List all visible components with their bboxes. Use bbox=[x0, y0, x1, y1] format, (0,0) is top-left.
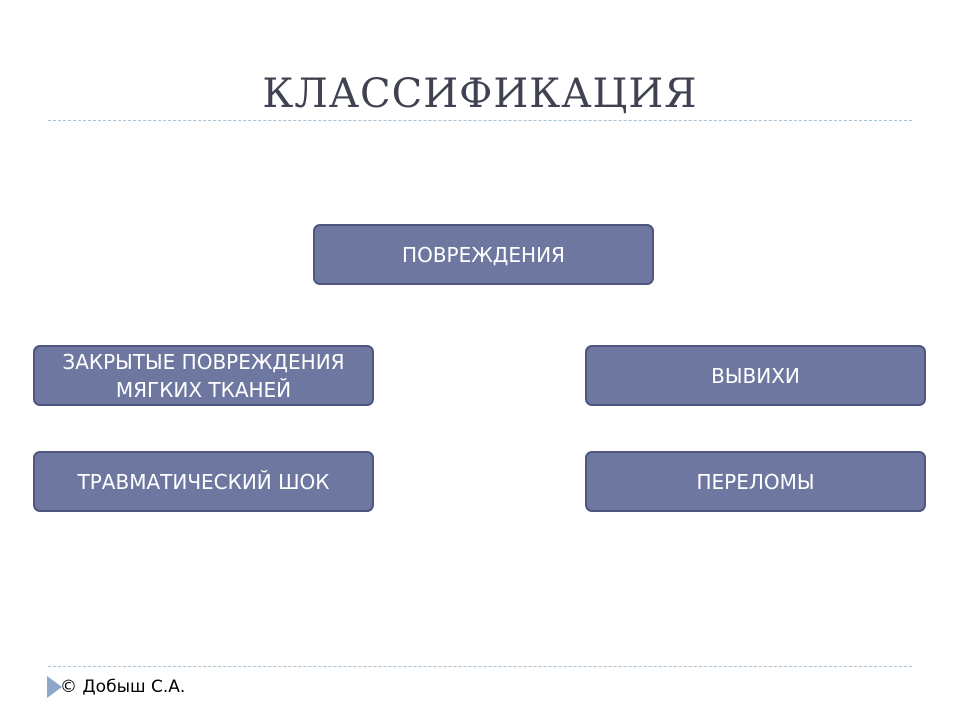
diagram-box-dislocations: ВЫВИХИ bbox=[585, 345, 926, 406]
diagram-box-soft-tissue-injuries: ЗАКРЫТЫЕ ПОВРЕЖДЕНИЯ МЯГКИХ ТКАНЕЙ bbox=[33, 345, 374, 406]
diagram-box-label: ПЕРЕЛОМЫ bbox=[696, 469, 815, 494]
diagram-box-label: ВЫВИХИ bbox=[711, 363, 800, 388]
title-divider bbox=[48, 120, 912, 121]
slide-title: КЛАССИФИКАЦИЯ bbox=[262, 71, 698, 117]
diagram-box-label: ПОВРЕЖДЕНИЯ bbox=[402, 242, 565, 267]
footer-divider bbox=[48, 666, 912, 667]
diagram-box-injuries: ПОВРЕЖДЕНИЯ bbox=[313, 224, 654, 285]
diagram-box-traumatic-shock: ТРАВМАТИЧЕСКИЙ ШОК bbox=[33, 451, 374, 512]
triangle-bullet-icon bbox=[47, 676, 62, 698]
diagram-box-label: ТРАВМАТИЧЕСКИЙ ШОК bbox=[77, 469, 330, 494]
diagram-box-fractures: ПЕРЕЛОМЫ bbox=[585, 451, 926, 512]
footer-credit: © Добыш С.А. bbox=[60, 677, 186, 697]
diagram-box-label: ЗАКРЫТЫЕ ПОВРЕЖДЕНИЯ МЯГКИХ ТКАНЕЙ bbox=[62, 349, 345, 402]
